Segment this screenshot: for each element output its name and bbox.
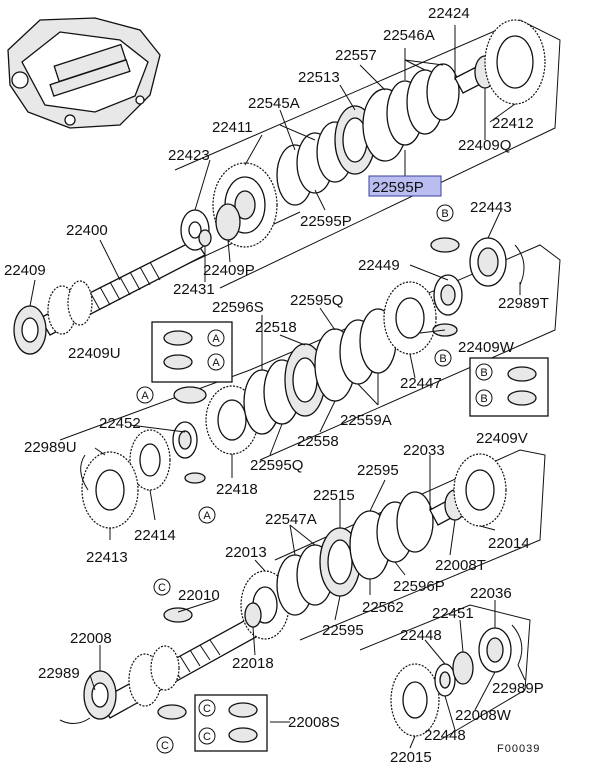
label-22411[interactable]: 22411 (212, 119, 253, 136)
label-22400[interactable]: 22400 (66, 222, 108, 239)
callout-c: C (158, 582, 166, 594)
label-22596P[interactable]: 22596P (393, 578, 445, 595)
label-22431[interactable]: 22431 (173, 281, 215, 298)
label-22596S[interactable]: 22596S (212, 299, 264, 316)
label-22559A[interactable]: 22559A (340, 412, 392, 429)
label-22989[interactable]: 22989 (38, 665, 80, 682)
label-22518[interactable]: 22518 (255, 319, 297, 336)
callout-a: A (212, 357, 220, 369)
label-22033[interactable]: 22033 (403, 442, 445, 459)
callout-b: B (480, 367, 487, 379)
label-22448-lower[interactable]: 22448 (424, 727, 466, 744)
label-22513[interactable]: 22513 (298, 69, 340, 86)
label-22451[interactable]: 22451 (432, 605, 474, 622)
label-22452[interactable]: 22452 (99, 415, 141, 432)
transmission-thumbnail (7, 17, 161, 129)
label-22409U[interactable]: 22409U (68, 345, 121, 362)
part-labels: 22424 22546A 22557 22513 22545A 22411 22… (4, 5, 549, 766)
label-22595Q-lower[interactable]: 22595Q (250, 457, 303, 474)
label-22409P[interactable]: 22409P (203, 262, 255, 279)
label-22989U[interactable]: 22989U (24, 439, 77, 456)
label-22418[interactable]: 22418 (216, 481, 258, 498)
counter-shaft-assembly: A A A B B B (80, 204, 549, 529)
label-22447[interactable]: 22447 (400, 375, 442, 392)
idler-assembly (390, 624, 523, 737)
label-22409Q[interactable]: 22409Q (458, 137, 511, 154)
callout-c: C (203, 731, 211, 743)
label-22515[interactable]: 22515 (313, 487, 355, 504)
label-22409[interactable]: 22409 (4, 262, 46, 279)
label-22414[interactable]: 22414 (134, 527, 176, 544)
label-22409W[interactable]: 22409W (458, 339, 515, 356)
label-22409V[interactable]: 22409V (476, 430, 528, 447)
label-22010[interactable]: 22010 (178, 587, 220, 604)
callout-b: B (439, 353, 446, 365)
label-22562[interactable]: 22562 (362, 599, 404, 616)
input-shaft-assembly (13, 19, 546, 355)
label-22018[interactable]: 22018 (232, 655, 274, 672)
label-22413[interactable]: 22413 (86, 549, 128, 566)
callout-b: B (441, 208, 448, 220)
label-22423[interactable]: 22423 (168, 147, 210, 164)
label-22546A[interactable]: 22546A (383, 27, 435, 44)
washer-22018 (244, 602, 262, 628)
label-22595P-highlighted[interactable]: 22595P (372, 179, 424, 196)
highlight-box-22595P[interactable] (368, 175, 442, 197)
callout-a: A (203, 510, 211, 522)
label-22036[interactable]: 22036 (470, 585, 512, 602)
needle-bearing-22409P (215, 203, 241, 241)
label-22008W[interactable]: 22008W (455, 707, 512, 724)
callout-a-label: A (141, 390, 149, 402)
label-22557[interactable]: 22557 (335, 47, 377, 64)
label-22448[interactable]: 22448 (400, 627, 442, 644)
label-22989P[interactable]: 22989P (492, 680, 544, 697)
label-22547A[interactable]: 22547A (265, 511, 317, 528)
callout-c: C (203, 703, 211, 715)
label-22014[interactable]: 22014 (488, 535, 530, 552)
label-22595P[interactable]: 22595P (300, 213, 352, 230)
collar-22451 (452, 651, 474, 685)
output-shaft-assembly: C C C C (59, 453, 507, 754)
label-22595Q[interactable]: 22595Q (290, 292, 343, 309)
diagram-code: F00039 (497, 743, 540, 755)
callout-a: A (212, 333, 220, 345)
ring-22431 (198, 229, 212, 247)
label-22013[interactable]: 22013 (225, 544, 267, 561)
label-22015[interactable]: 22015 (390, 749, 432, 766)
callout-a-marker (136, 386, 154, 404)
label-22449[interactable]: 22449 (358, 257, 400, 274)
label-22989T[interactable]: 22989T (498, 295, 549, 312)
label-22424[interactable]: 22424 (428, 5, 470, 22)
label-22545A[interactable]: 22545A (248, 95, 300, 112)
label-22595[interactable]: 22595 (357, 462, 399, 479)
label-22008T[interactable]: 22008T (435, 557, 486, 574)
label-22412[interactable]: 22412 (492, 115, 534, 132)
callout-b: B (480, 393, 487, 405)
callout-c: C (161, 740, 169, 752)
leader-lines (29, 25, 526, 749)
label-22008S[interactable]: 22008S (288, 714, 340, 731)
label-22595-lower[interactable]: 22595 (322, 622, 364, 639)
label-22443[interactable]: 22443 (470, 199, 512, 216)
label-22558[interactable]: 22558 (297, 433, 339, 450)
label-22008[interactable]: 22008 (70, 630, 112, 647)
